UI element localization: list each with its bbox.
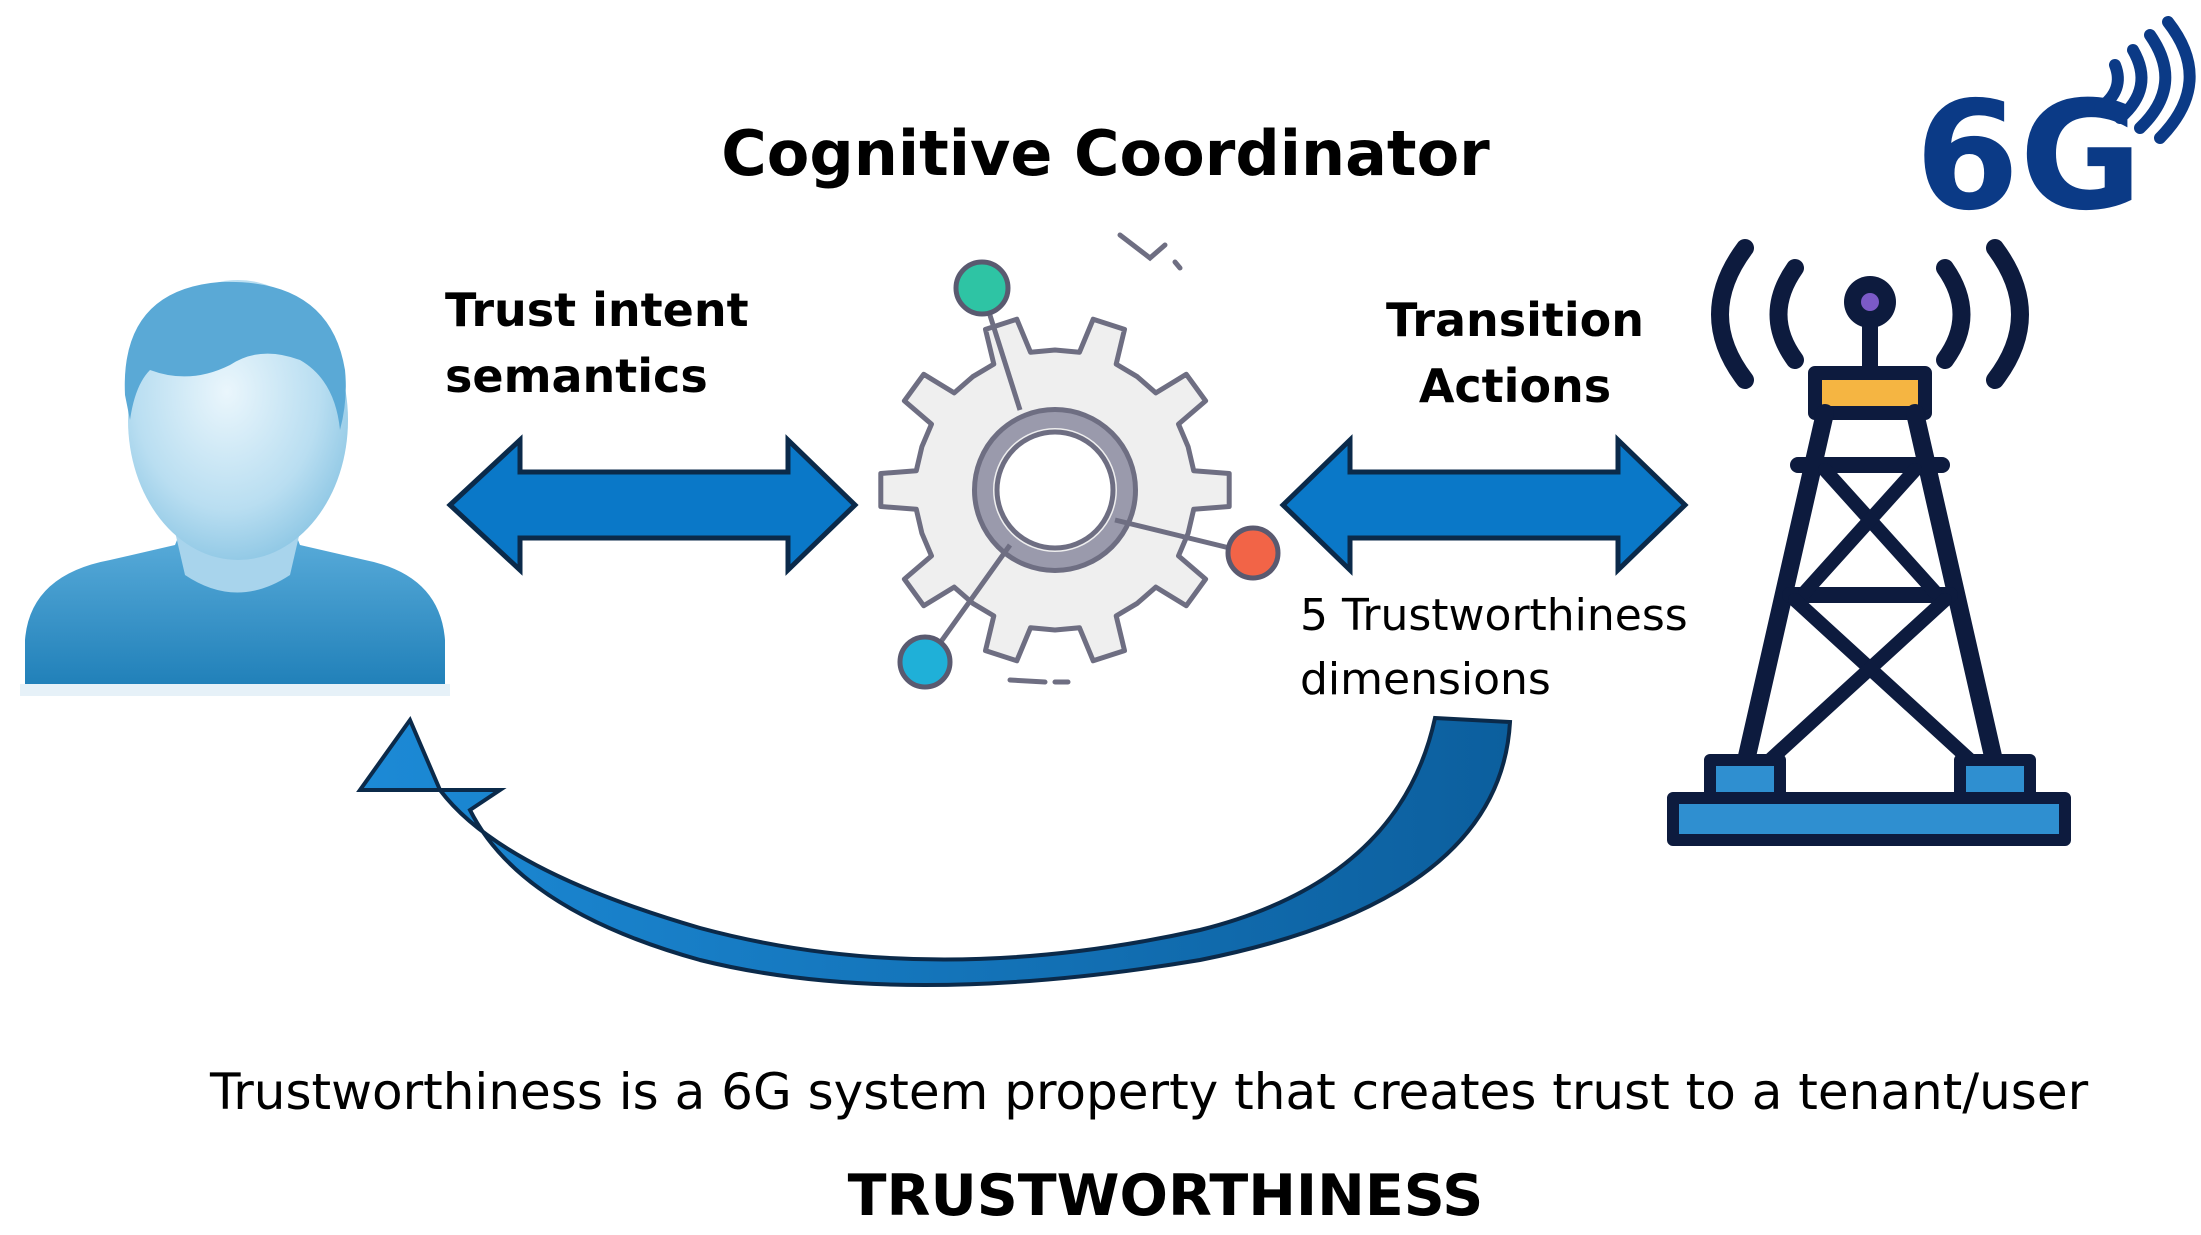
- caption-text: Trustworthiness is a 6G system property …: [210, 1063, 2089, 1121]
- dimensions-label: 5 Trustworthiness dimensions: [1300, 584, 1688, 712]
- feedback-curved-arrow: [356, 715, 1513, 987]
- trust-intent-line-2: semantics: [445, 349, 708, 403]
- transition-actions-line-2: Actions: [1418, 359, 1612, 413]
- user-avatar-icon: [20, 280, 450, 696]
- trust-intent-line-1: Trust intent: [445, 283, 749, 337]
- 6g-logo-icon: 6G: [1915, 16, 2196, 244]
- footer-heading: TRUSTWORTHINESS: [847, 1163, 1484, 1229]
- transition-actions-label: Transition Actions: [1360, 287, 1670, 419]
- gear-network-icon: [878, 232, 1281, 690]
- dimensions-line-2: dimensions: [1300, 654, 1551, 705]
- diagram-title: Cognitive Coordinator: [721, 117, 1490, 190]
- cell-tower-icon: [1667, 239, 2071, 846]
- right-double-arrow: [1279, 434, 1689, 576]
- trust-intent-label: Trust intent semantics: [445, 277, 749, 409]
- left-double-arrow: [446, 434, 859, 576]
- dimensions-line-1: 5 Trustworthiness: [1300, 590, 1688, 641]
- transition-actions-line-1: Transition: [1385, 293, 1645, 347]
